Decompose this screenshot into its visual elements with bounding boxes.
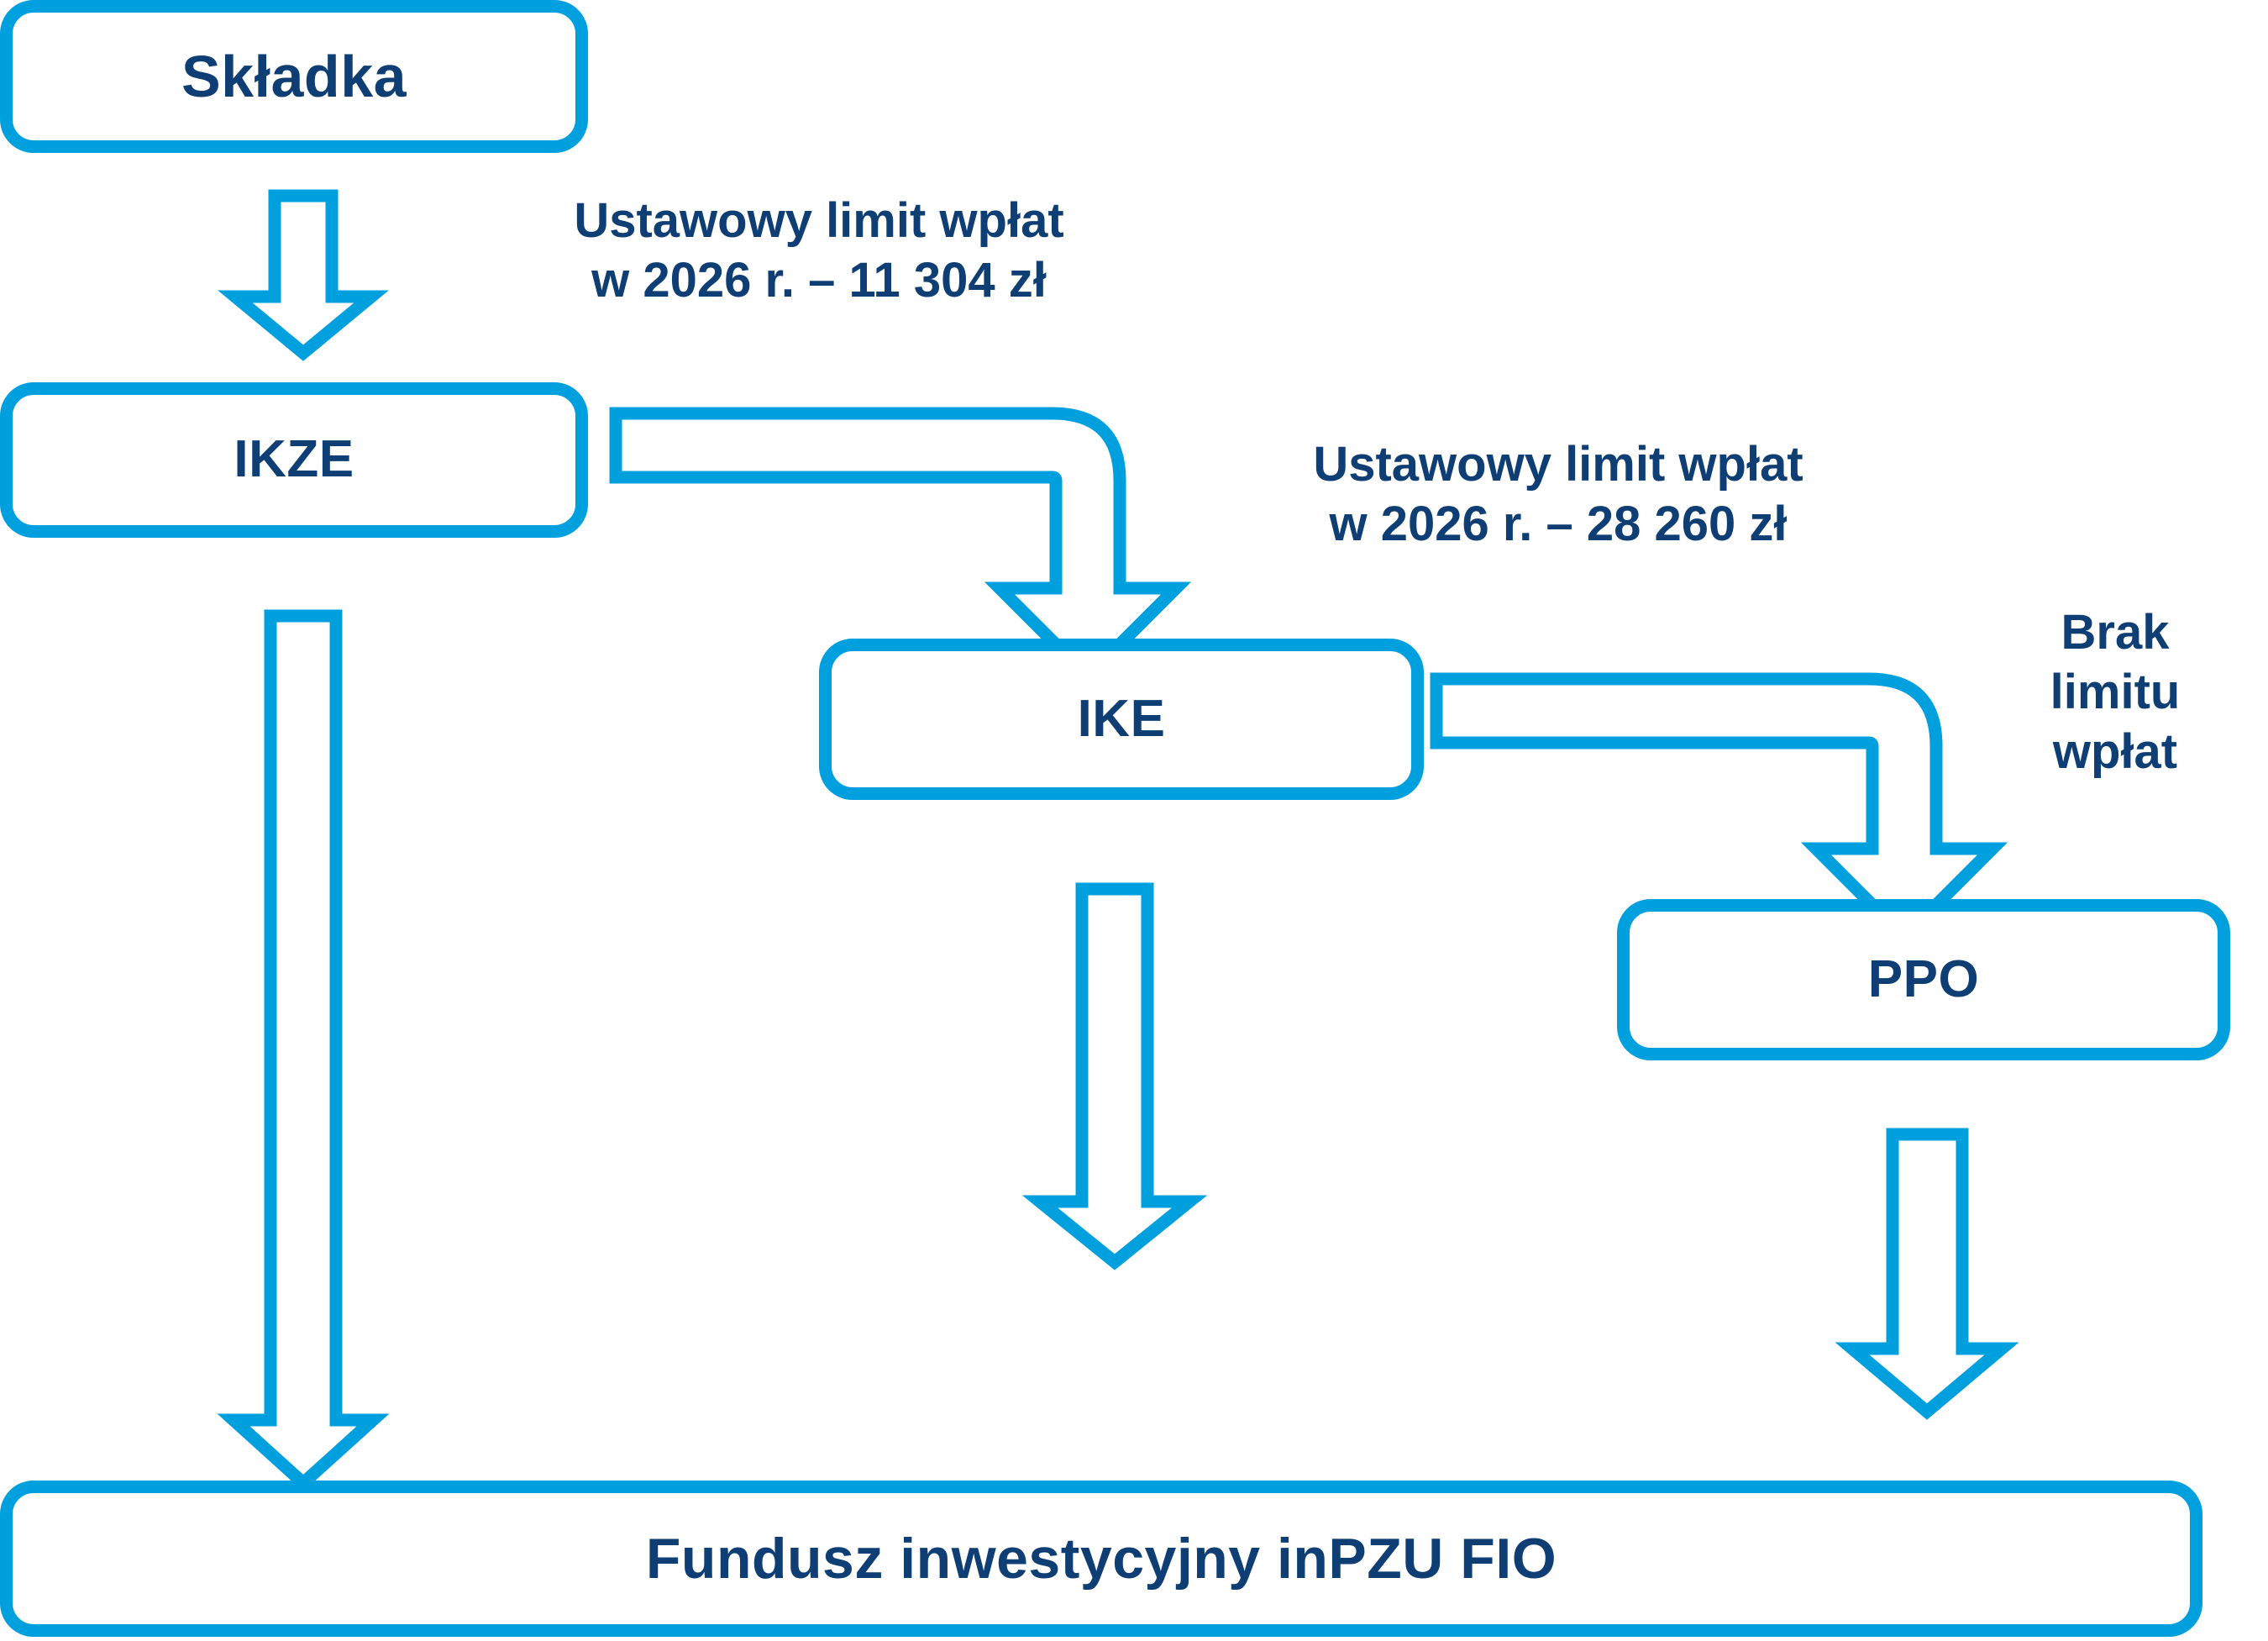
node-ike-label: IKE bbox=[1077, 689, 1166, 748]
node-ikze-label: IKZE bbox=[234, 430, 354, 489]
edge-label-ppo-no-limit: Brak limitu wpłat bbox=[2050, 605, 2181, 779]
node-skladka[interactable]: Składka bbox=[0, 0, 588, 153]
arrow-skladka-to-ikze bbox=[218, 189, 389, 361]
arrow-ppo-to-fundusz bbox=[1835, 1128, 2019, 1420]
node-skladka-label: Składka bbox=[181, 43, 407, 109]
arrow-ikze-to-ike bbox=[609, 407, 1192, 686]
arrow-ike-to-ppo bbox=[1430, 672, 2008, 946]
arrow-ikze-to-fundusz bbox=[217, 609, 390, 1492]
node-ikze[interactable]: IKZE bbox=[0, 382, 588, 538]
edge-label-ike-contribution-limit: Ustawowy limit wpłat w 2026 r. – 28 260 … bbox=[1313, 437, 1803, 551]
node-ike[interactable]: IKE bbox=[819, 639, 1424, 800]
node-ppo[interactable]: PPO bbox=[1617, 899, 2230, 1060]
node-ppo-label: PPO bbox=[1867, 949, 1980, 1008]
edge-label-ikze-contribution-limit: Ustawowy limit wpłat w 2026 r. – 11 304 … bbox=[574, 193, 1064, 308]
node-fundusz-label: Fundusz inwestycyjny inPZU FIO bbox=[645, 1526, 1557, 1591]
arrow-ike-to-fundusz bbox=[1021, 882, 1208, 1270]
node-fundusz[interactable]: Fundusz inwestycyjny inPZU FIO bbox=[0, 1481, 2202, 1637]
